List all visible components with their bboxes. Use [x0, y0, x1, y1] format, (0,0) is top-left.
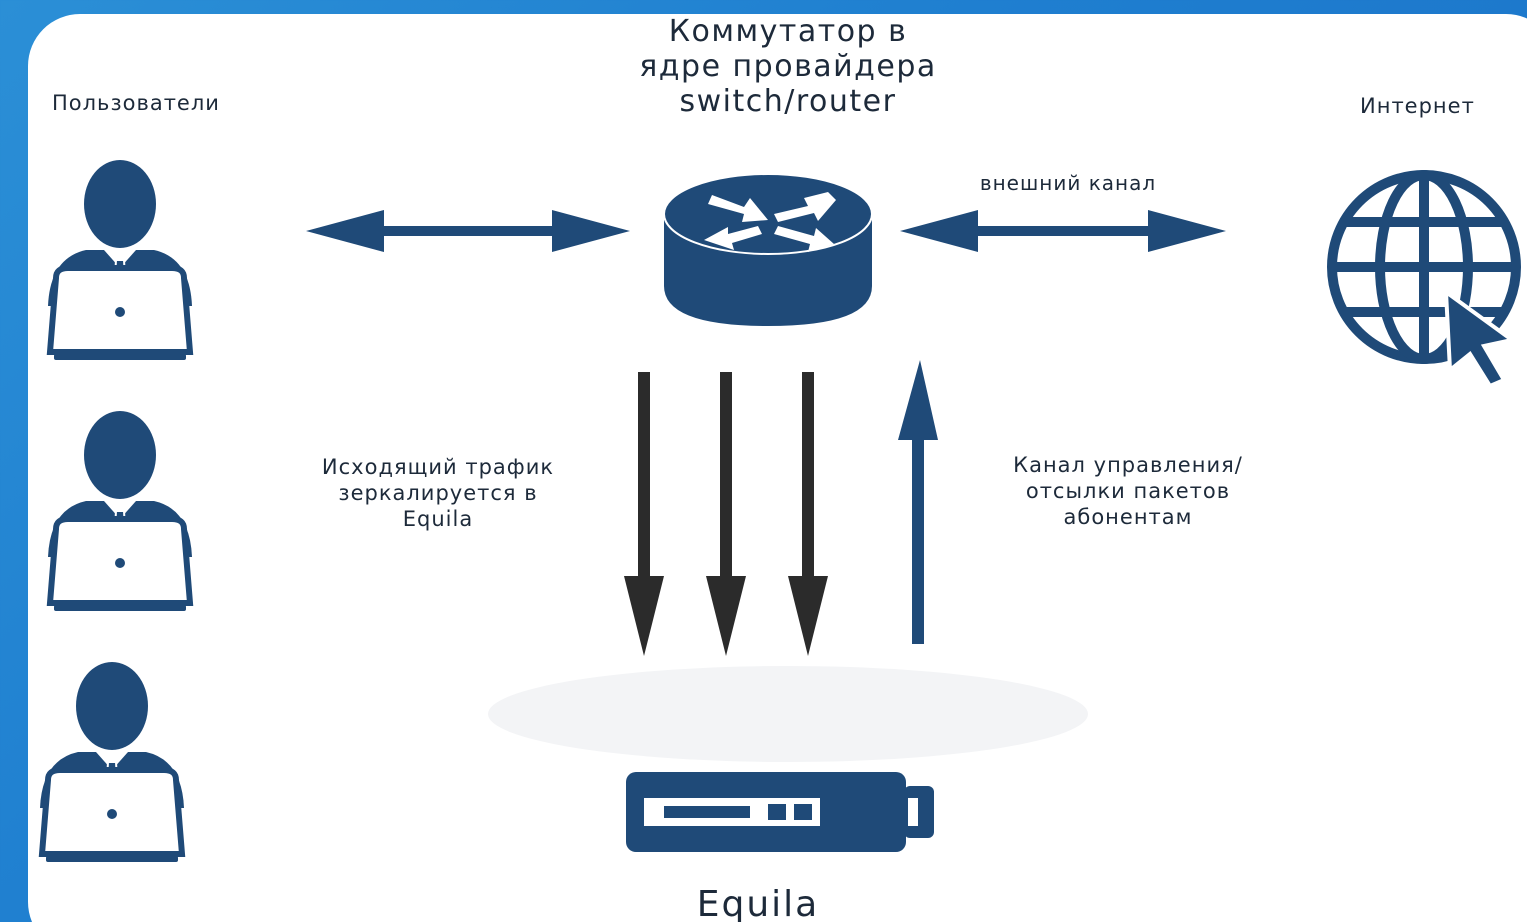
external-channel-arrow: [900, 210, 1226, 252]
user-laptop-icon: [48, 160, 192, 360]
mirror-traffic-arrows: [624, 372, 828, 656]
diagram-canvas: Пользователи Коммутатор в ядре провайдер…: [28, 14, 1527, 922]
server-unit-icon: [626, 772, 934, 852]
globe-cursor-icon: [1327, 170, 1521, 389]
outgoing-traffic-label: Исходящий трафик зеркалируется в Equila: [321, 455, 555, 531]
device-label: Equila: [696, 884, 820, 922]
device-shadow: [488, 666, 1088, 762]
internet-label: Интернет: [1360, 94, 1475, 118]
user-laptop-icon: [48, 411, 192, 611]
control-channel-arrow: [898, 360, 938, 644]
router-icon: [663, 173, 873, 326]
users-switch-arrow: [306, 210, 630, 252]
switch-label: Коммутатор в ядре провайдера switch/rout…: [639, 14, 937, 119]
user-laptop-icon: [40, 662, 184, 862]
external-channel-label: внешний канал: [979, 171, 1157, 195]
users-label: Пользователи: [52, 91, 220, 115]
control-channel-label: Канал управления/ отсылки пакетов абонен…: [1013, 453, 1243, 529]
network-diagram: [28, 14, 1521, 922]
